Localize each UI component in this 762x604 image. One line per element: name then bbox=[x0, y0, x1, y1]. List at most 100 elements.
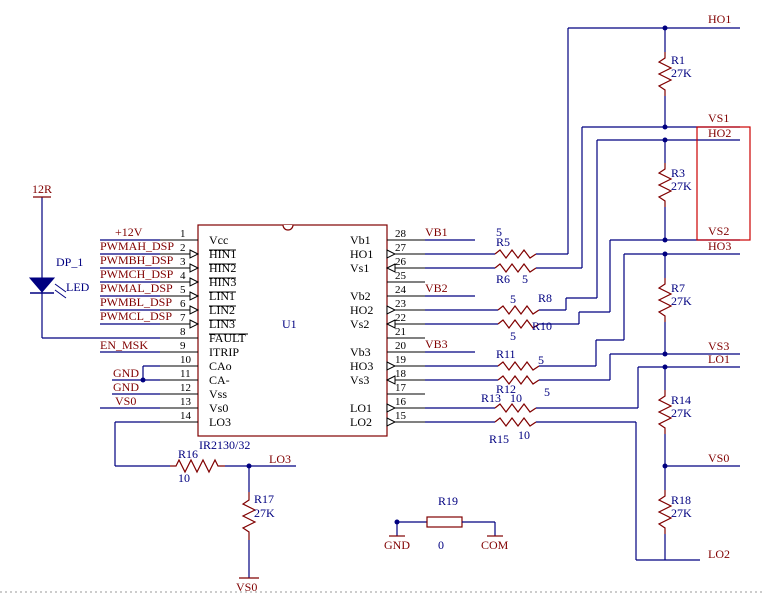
ic-pin-name: LO1 bbox=[350, 401, 372, 415]
r15-ref: R15 bbox=[489, 432, 509, 446]
net-pwmbh: PWMBH_DSP bbox=[100, 253, 174, 267]
r1-value: 27K bbox=[671, 66, 692, 80]
led-triangle bbox=[28, 277, 56, 293]
ic-pin-name: ITRIP bbox=[209, 345, 239, 359]
led-label: LED bbox=[66, 280, 90, 294]
ic-pin-number: 14 bbox=[180, 410, 192, 422]
r14-ref: R14 bbox=[671, 393, 691, 407]
net-ho3: HO3 bbox=[708, 239, 731, 253]
ic-pin-number: 7 bbox=[180, 312, 186, 324]
ic-pin-number: 28 bbox=[395, 228, 407, 240]
net-ho2: HO2 bbox=[708, 126, 731, 140]
r7-ref: R7 bbox=[671, 281, 685, 295]
ic-pin-name: LO3 bbox=[209, 415, 231, 429]
ic-pin-number: 6 bbox=[180, 298, 186, 310]
net-pwmch: PWMCH_DSP bbox=[100, 267, 174, 281]
r15-value: 10 bbox=[518, 428, 530, 442]
net-pwmah: PWMAH_DSP bbox=[100, 239, 174, 253]
output-arrow-icon bbox=[386, 249, 397, 259]
ic-pin-name: FAULT bbox=[209, 331, 246, 345]
ic-pin-name: LIN2 bbox=[209, 303, 235, 317]
net-vs3: VS3 bbox=[708, 339, 729, 353]
ic-pin-number: 9 bbox=[180, 340, 186, 352]
ic-part-number: IR2130/32 bbox=[199, 438, 250, 452]
left-wires bbox=[41, 197, 170, 467]
net-gnd-1: GND bbox=[113, 366, 139, 380]
ic-pin-number: 4 bbox=[180, 270, 186, 282]
r13-value: 10 bbox=[510, 391, 522, 405]
ic-pin-number: 3 bbox=[180, 256, 186, 268]
net-vs0-bottom: VS0 bbox=[236, 580, 257, 594]
net-plus12v: +12V bbox=[115, 225, 143, 239]
input-arrow-icon bbox=[189, 277, 200, 287]
input-arrow-icon bbox=[385, 375, 396, 385]
ic-pin-number: 18 bbox=[395, 368, 407, 380]
r5-ref: R5 bbox=[496, 235, 510, 249]
r6-ref: R6 bbox=[496, 272, 510, 286]
ic-pin-name: LIN1 bbox=[209, 289, 235, 303]
ic-pin-number: 26 bbox=[395, 256, 407, 268]
r16-value: 10 bbox=[178, 471, 190, 485]
ic-pin-name: HO3 bbox=[350, 359, 373, 373]
ic-pin-name: CA- bbox=[209, 373, 230, 387]
r3-value: 27K bbox=[671, 179, 692, 193]
r7-value: 27K bbox=[671, 294, 692, 308]
r11-ref: R11 bbox=[496, 347, 516, 361]
ic-pin-number: 24 bbox=[395, 284, 407, 296]
led-dp1: 12R DP_1 LED bbox=[28, 182, 90, 299]
r17-value: 27K bbox=[254, 506, 275, 520]
output-arrow-icon bbox=[386, 417, 397, 427]
input-arrow-icon bbox=[189, 263, 200, 273]
ic-pin-name: Vss bbox=[209, 387, 227, 401]
r8-ref: R8 bbox=[538, 291, 552, 305]
ic-pin-number: 12 bbox=[180, 382, 191, 394]
resistor-r17: R17 27K bbox=[241, 492, 275, 540]
net-en-msk: EN_MSK bbox=[100, 338, 148, 352]
net-lo2-partial: LO2 bbox=[708, 547, 730, 561]
ic-body bbox=[197, 224, 388, 437]
input-arrow-icon bbox=[385, 263, 396, 273]
ic-pin-number: 13 bbox=[180, 396, 192, 408]
r17-ref: R17 bbox=[254, 492, 274, 506]
ic-pin-name: HIN1 bbox=[209, 247, 236, 261]
ic-pin-number: 19 bbox=[395, 354, 407, 366]
ic-pin-name: Vb1 bbox=[350, 233, 371, 247]
led-designator: DP_1 bbox=[56, 255, 83, 269]
net-vb3: VB3 bbox=[425, 337, 448, 351]
r1-ref: R1 bbox=[671, 53, 685, 67]
r16-ref: R16 bbox=[178, 447, 198, 461]
net-ho1: HO1 bbox=[708, 12, 731, 26]
input-arrow-icon bbox=[189, 249, 200, 259]
ic-pin-number: 16 bbox=[395, 396, 407, 408]
net-vs1: VS1 bbox=[708, 111, 729, 125]
resistor-labels-right: R1 27K R3 27K R7 27K R14 27K R18 27K 5 R… bbox=[481, 53, 692, 520]
r14-value: 27K bbox=[671, 406, 692, 420]
ic-pin-number: 17 bbox=[395, 382, 407, 394]
r13-ref: R13 bbox=[481, 391, 501, 405]
ic-pin-name: HIN2 bbox=[209, 261, 236, 275]
input-arrow-icon bbox=[385, 319, 396, 329]
r19-value: 0 bbox=[438, 538, 444, 552]
right-wires bbox=[425, 25, 740, 561]
ic-pin-name: Vb3 bbox=[350, 345, 371, 359]
net-vs0-right: VS0 bbox=[708, 451, 729, 465]
r12-value: 5 bbox=[544, 385, 550, 399]
ic-pin-name: HO2 bbox=[350, 303, 373, 317]
r8-value: 5 bbox=[510, 292, 516, 306]
input-arrow-icon bbox=[189, 305, 200, 315]
r5-value: 5 bbox=[496, 225, 502, 239]
ic-pin-number: 23 bbox=[395, 298, 407, 310]
ic-pin-name: HIN3 bbox=[209, 275, 236, 289]
input-arrow-icon bbox=[189, 291, 200, 301]
r18-value: 27K bbox=[671, 506, 692, 520]
input-arrow-icon bbox=[189, 319, 200, 329]
ic-pin-number: 15 bbox=[395, 410, 407, 422]
ic-pin-name: LO2 bbox=[350, 415, 372, 429]
ic-pin-name: Vs3 bbox=[350, 373, 369, 387]
ic-pin-number: 5 bbox=[180, 284, 186, 296]
ic-pin-name: Vcc bbox=[209, 233, 228, 247]
net-pwmcl: PWMCL_DSP bbox=[100, 309, 172, 323]
r3-ref: R3 bbox=[671, 166, 685, 180]
